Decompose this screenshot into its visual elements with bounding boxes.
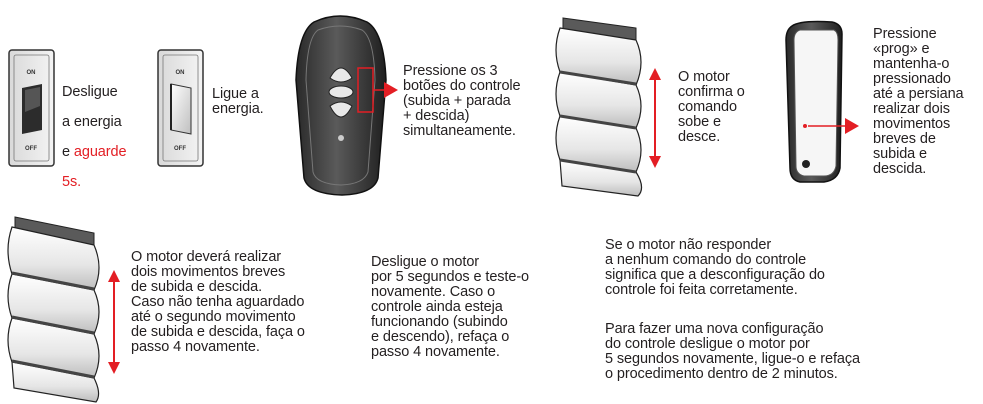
shutter-slats-top: [555, 17, 661, 197]
remote-buttons: [328, 67, 354, 118]
step-1-line: Desligue: [62, 84, 118, 100]
switch-on-label: ON: [27, 70, 36, 76]
note-motor-movements: O motor deverá realizar dois movimentos …: [131, 249, 305, 355]
note-no-response: Se o motor não responder a nenhum comand…: [605, 237, 825, 298]
switch-off-label: OFF: [25, 146, 37, 152]
switch-off-label: OFF: [174, 146, 186, 152]
step-1-prefix: e: [62, 144, 74, 160]
step-5-text: Pressione «prog» e mantenha-o pressionad…: [873, 26, 964, 177]
switch-on-label: ON: [176, 70, 185, 76]
remote-control-back: [785, 20, 859, 183]
step-1-line: e aguarde: [62, 144, 127, 160]
note-turn-off-motor: Desligue o motor por 5 segundos e teste-…: [371, 254, 530, 360]
wall-switch-off: ON OFF: [8, 49, 55, 167]
step-4-text: O motor confirma o comando sobe e desce.: [678, 69, 745, 145]
step-1-seconds-highlight: 5s.: [62, 174, 82, 190]
step-3-text: Pressione os 3 botões do controle (subid…: [403, 63, 521, 139]
note-new-configuration: Para fazer uma nova configuração do cont…: [605, 321, 860, 382]
wall-switch-on: ON OFF: [157, 49, 204, 167]
shutter-slats-bottom: [7, 216, 120, 403]
step-1-line: a energia: [62, 114, 122, 130]
remote-control-front: [295, 15, 398, 196]
step-1-wait-highlight: aguarde: [73, 144, 127, 160]
step-2-text: Ligue a energia.: [212, 86, 264, 117]
step-1-text: Desligue a energia e aguarde 5s.: [62, 70, 127, 205]
